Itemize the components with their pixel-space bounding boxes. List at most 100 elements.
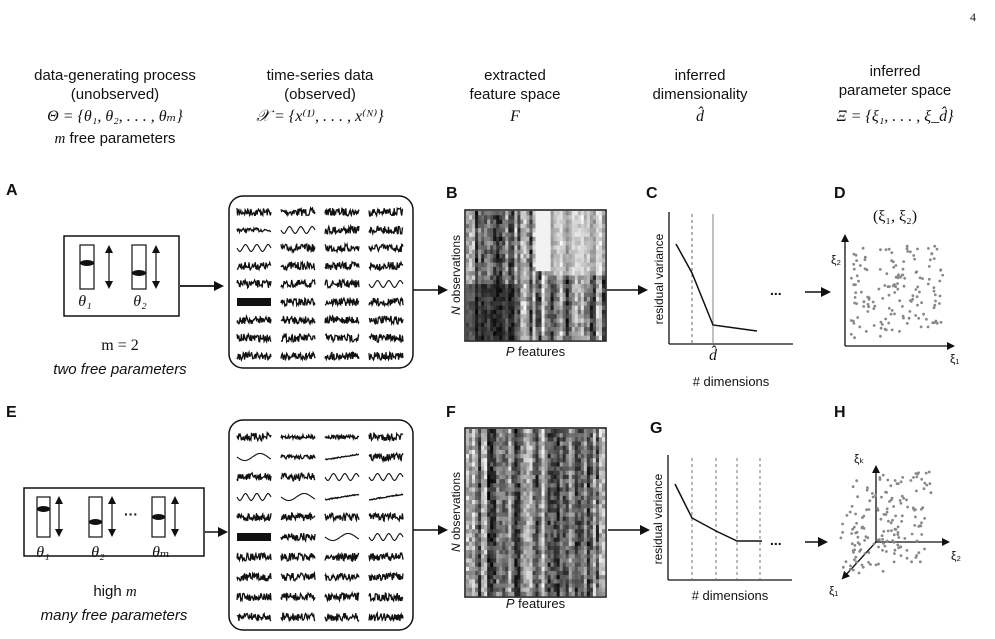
heatmap-cell [466,520,470,526]
heatmap-cell [526,232,530,238]
heatmap-cell [472,562,476,568]
heatmap-cell [490,318,494,324]
scatter-point [926,282,930,286]
heatmap-cell [583,491,588,497]
heatmap-cell [496,462,500,467]
heatmap-cell [595,579,600,584]
heatmap-cell [511,454,515,459]
scatter-point [902,284,906,288]
heatmap-cell [514,583,518,588]
heatmap-cell [526,433,530,438]
heatmap-cell [544,433,548,438]
heatmap-cell [574,245,579,250]
heatmap-cell [505,441,509,446]
heatmap-cell [469,587,473,593]
heatmap-cell [577,314,582,319]
heatmap-cell [484,241,488,246]
heatmap-cell [595,318,600,324]
heatmap-cell [475,249,479,255]
heatmap-cell [493,529,497,534]
heatmap-cell [523,591,527,597]
heatmap-cell [598,470,603,476]
heatmap-cell [586,512,591,517]
heatmap-cell [508,583,512,588]
heatmap-cell [508,504,512,509]
heatmap-cell [571,327,576,332]
heatmap-cell [508,437,512,442]
heatmap-cell [469,479,473,484]
scatter-point [914,472,918,475]
heatmap-cell [532,262,536,268]
heatmap-cell [523,445,527,451]
heatmap-cell [595,335,600,341]
scatter-point [935,247,939,251]
heatmap-cell [547,437,551,442]
heatmap-cell [598,579,603,584]
heatmap-cell [478,533,482,538]
heatmap-cell [484,529,488,534]
heatmap-cell [550,271,554,276]
heatmap-cell [523,211,527,216]
timeseries-trace [280,552,316,562]
heatmap-cell [544,591,548,597]
heatmap-cell [523,529,527,534]
heatmap-cell [472,587,476,593]
heatmap-cell [484,508,488,513]
heatmap-cell [574,504,579,509]
heatmap-cell [580,454,585,459]
heatmap-cell [505,483,509,488]
heatmap-cell [541,288,545,293]
heatmap-cell [493,437,497,442]
heatmap-cell [493,284,497,289]
heatmap-cell [523,545,527,551]
heatmap-cell [526,288,530,293]
heatmap-cell [568,301,573,306]
heatmap-cell [556,262,560,268]
heatmap-cell [508,575,512,580]
heatmap-cell [517,520,521,526]
timeseries-trace [280,472,316,482]
heatmap-cell [511,437,515,442]
heatmap-cell [577,487,582,492]
heatmap-cell [478,441,482,446]
heatmap-cell [520,327,524,332]
heatmap-cell [472,301,476,306]
heatmap-cell [580,249,585,255]
heatmap-cell [598,491,603,497]
heatmap-cell [562,466,567,472]
heatmap-cell [592,474,597,480]
heatmap-cell [475,437,479,442]
heatmap-cell [556,305,560,311]
heatmap-cell [598,219,603,225]
heatmap-cell [577,458,582,463]
heatmap-cell [559,241,563,246]
heatmap-cell [595,284,600,289]
heatmap-cell [532,429,536,434]
heatmap-cell [490,449,494,455]
heatmap-cell [565,301,570,306]
heatmap-cell [487,249,491,255]
heatmap-cell [517,591,521,597]
heatmap-cell [559,232,563,238]
heatmap-cell [529,537,533,543]
heatmap-cell [541,550,545,555]
heatmap-cell [595,575,600,580]
heatmap-cell [577,562,582,568]
heatmap-cell [559,219,563,225]
heatmap-cell [586,499,591,505]
heatmap-cell [481,462,485,467]
heatmap-cell [526,309,530,315]
panel-f-xlabel: P features [505,596,566,611]
heatmap-cell [493,262,497,268]
heatmap-cell [595,245,600,250]
heatmap-cell [601,271,606,276]
heatmap-cell [556,445,560,451]
scatter-point [939,320,943,324]
heatmap-cell [514,495,518,501]
heatmap-cell [496,232,500,238]
heatmap-cell [472,591,476,597]
heatmap-cell [568,322,573,328]
heatmap-cell [484,437,488,442]
heatmap-cell [559,305,563,311]
heatmap-cell [544,266,548,272]
